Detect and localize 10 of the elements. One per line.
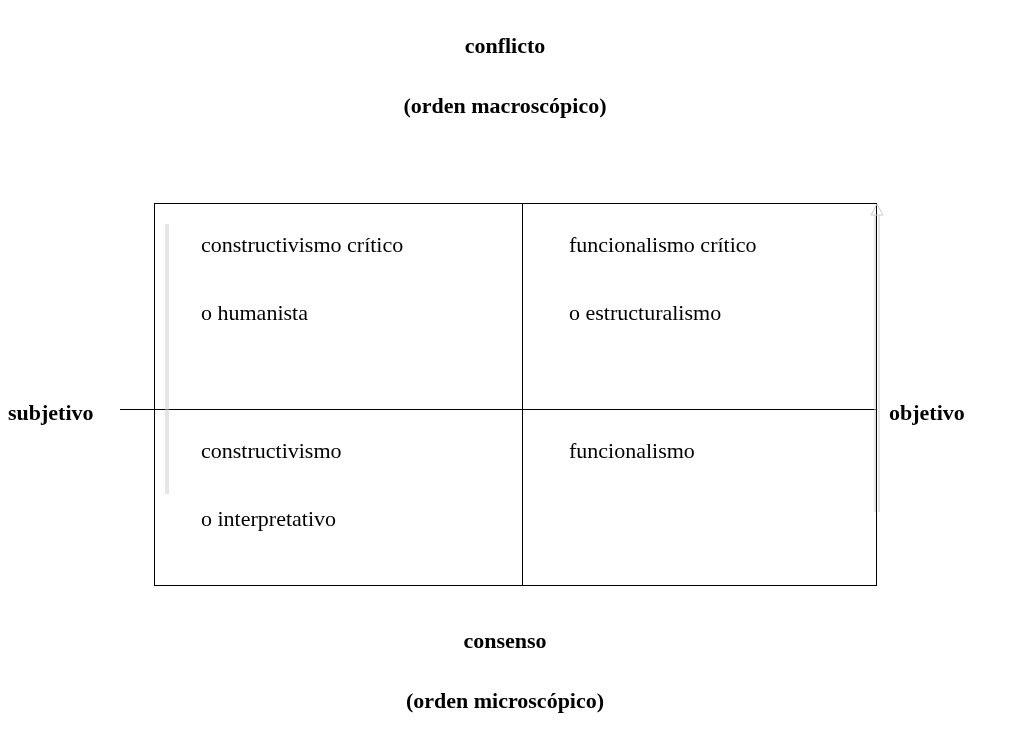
axis-label: consenso (463, 628, 547, 654)
quadrant-text: funcionalismo crítico o estructuralismo (569, 231, 758, 327)
axis-label: subjetivo (8, 400, 94, 426)
quadrant-text: funcionalismo (569, 437, 696, 465)
axis-label: (orden microscópico) (405, 688, 605, 714)
quadrant-text: constructivismo crítico o humanista (201, 231, 405, 327)
quadrant-text: constructivismo o interpretativo (201, 437, 343, 533)
axis-label: (orden macroscópico) (403, 93, 607, 119)
axis-label: conflicto (464, 33, 546, 59)
axis-label: objetivo (889, 400, 965, 426)
